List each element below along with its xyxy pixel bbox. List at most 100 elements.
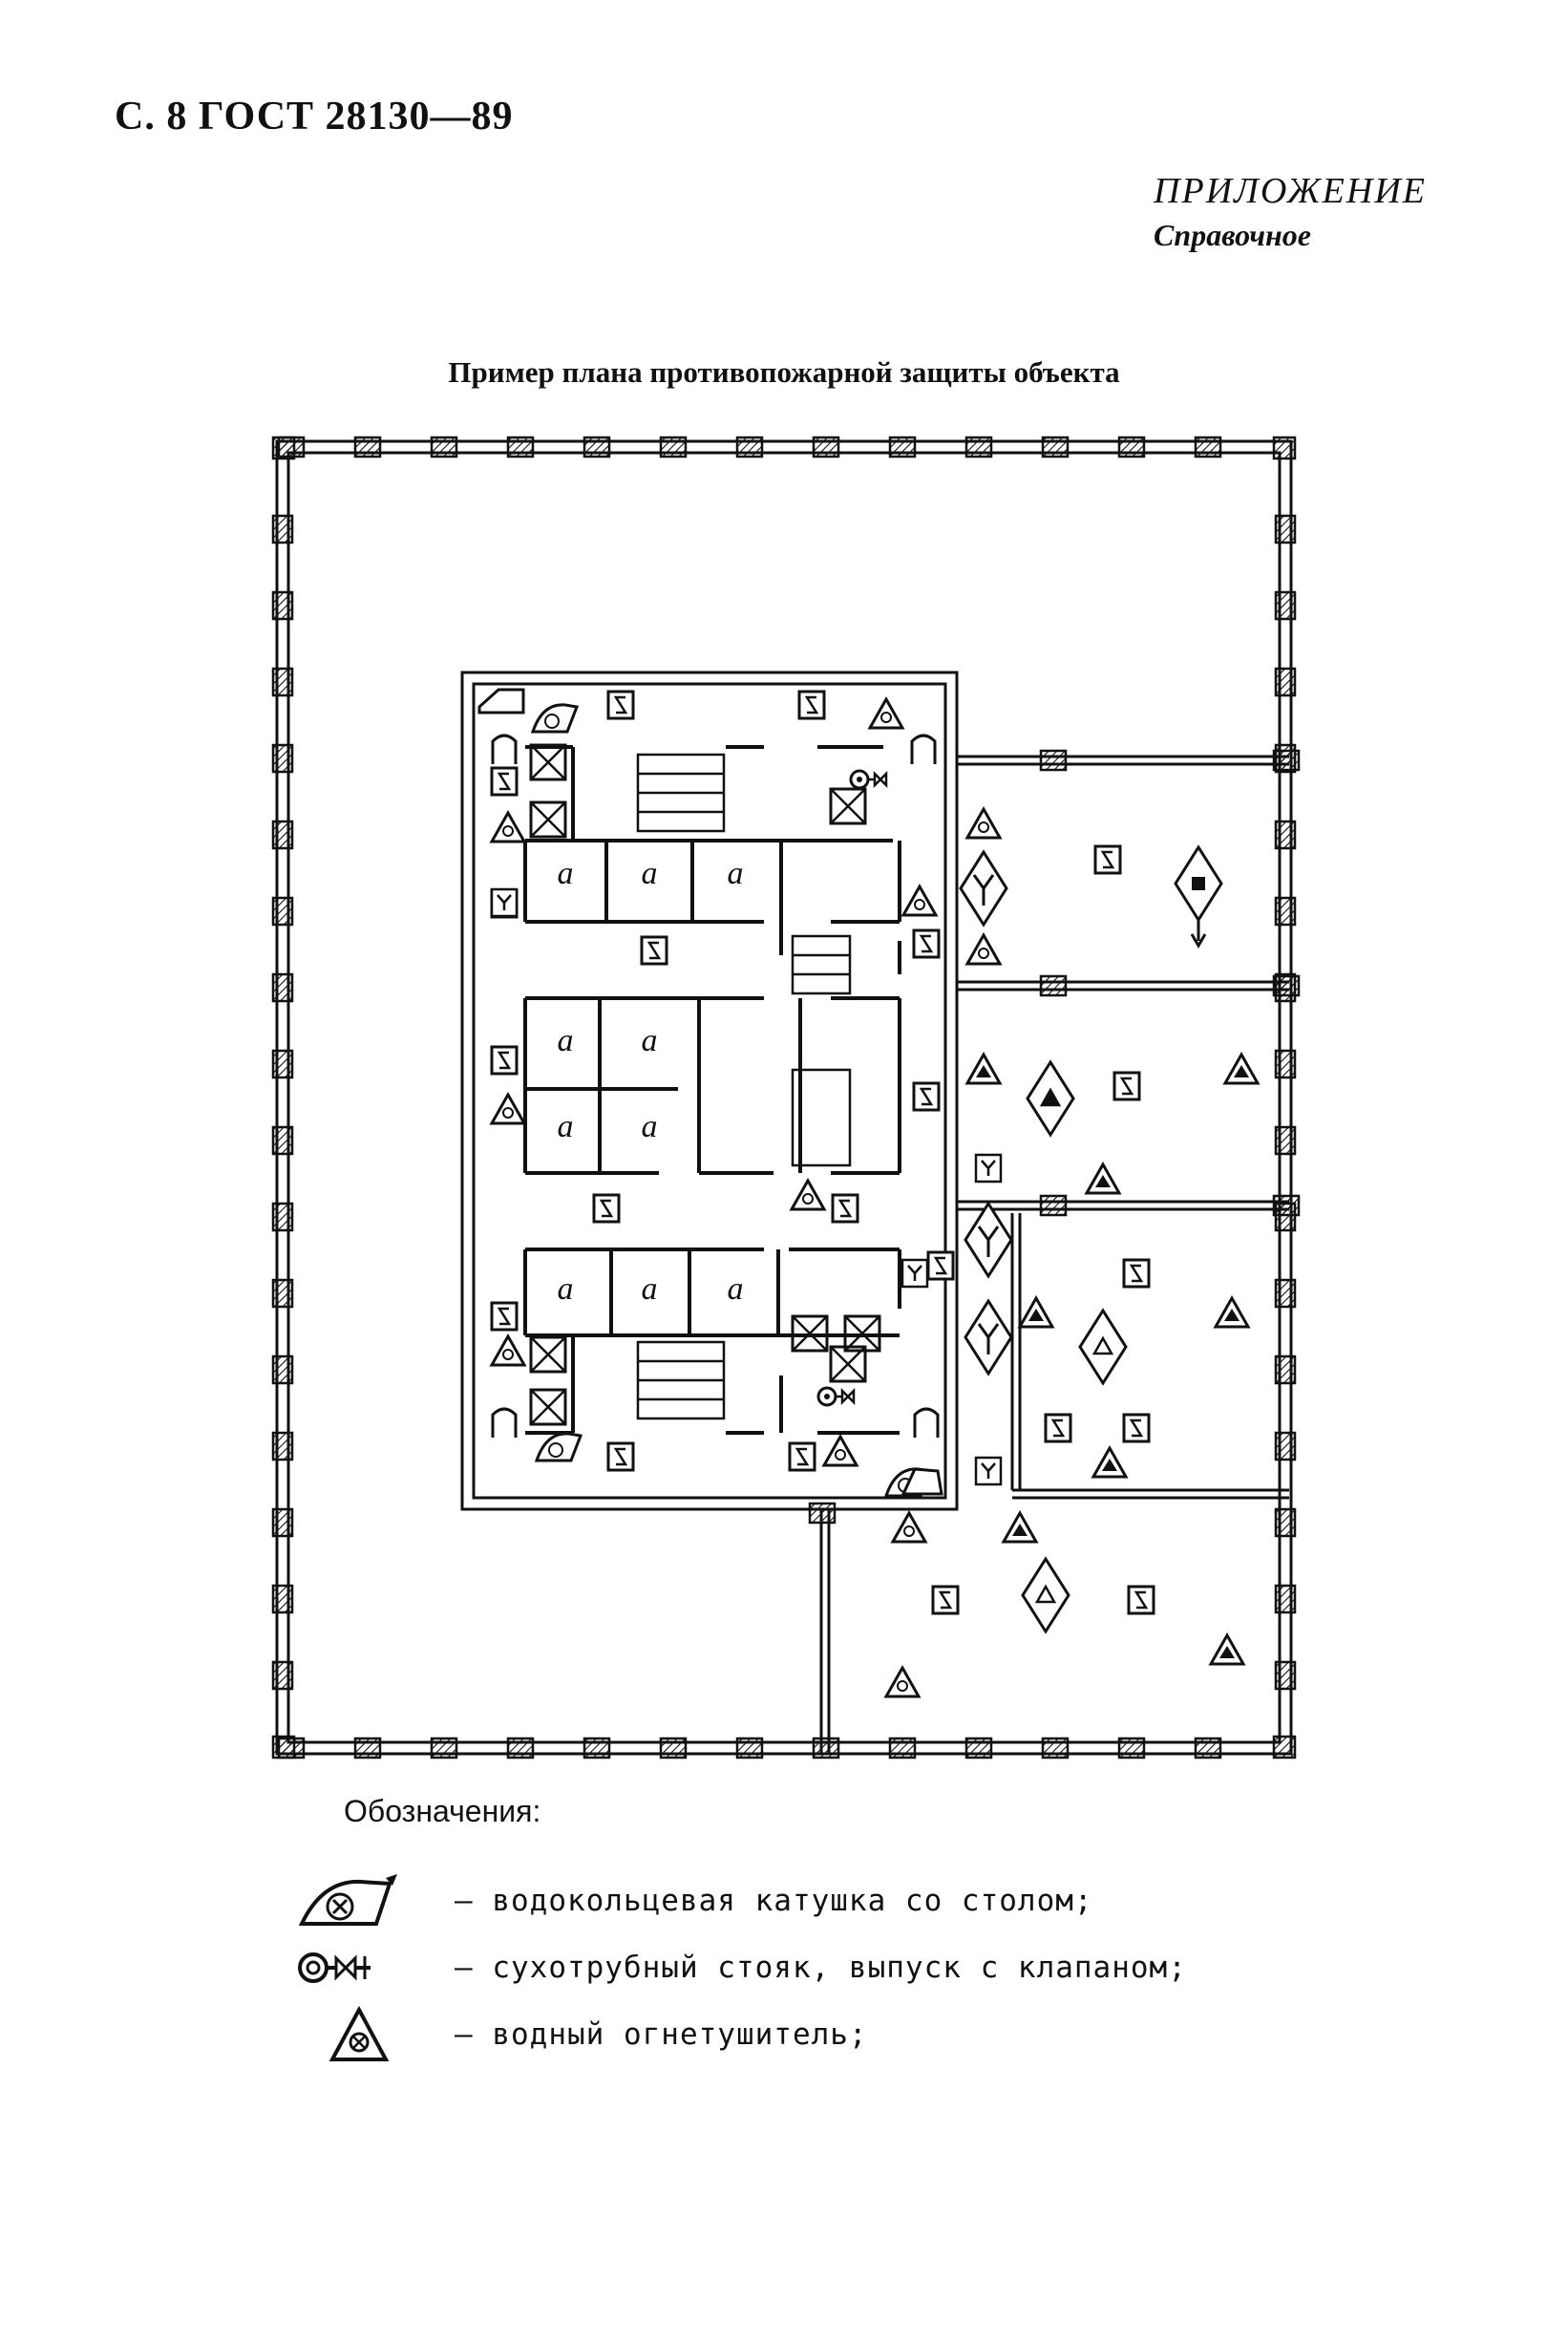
water-extinguisher-icon [964,805,1003,840]
alarm-box-icon [788,1441,816,1472]
door-icon [491,1407,518,1438]
inner-columns [529,743,1301,1525]
column-icon [271,1660,294,1691]
alarm-box-icon [926,1250,955,1281]
column-icon [1041,1737,1070,1760]
legend-text-hose-reel: — водокольцевая катушка со столом; [455,1884,1093,1918]
alarm-box-icon [592,1193,621,1224]
alarm-box-icon [912,1081,941,1112]
service-box-icon [529,1388,567,1426]
room-label: a [642,1023,658,1058]
hydrant-diamond-icon [964,1201,1013,1279]
column-icon [583,1737,611,1760]
appendix-subtitle: Справочное [1154,218,1311,252]
fire-hose-reel-icon [530,703,580,734]
hydrant-diamond-icon [1078,1308,1128,1386]
column-icon [1274,1125,1297,1156]
legend-item-water-extinguisher: — водный огнетушитель; [294,2006,868,2063]
alarm-box-icon [490,1301,519,1332]
column-icon [1274,1431,1297,1461]
alarm-box-icon [912,928,941,959]
column-icon [1274,590,1297,621]
column-icon [1117,436,1146,459]
column-icon [271,590,294,621]
room-label: a [558,1109,574,1144]
hydrant-diamond-icon [959,849,1008,928]
column-icon [271,667,294,697]
appendix-block: ПРИЛОЖЕНИЕ Справочное [1154,170,1427,253]
column-icon [353,436,382,459]
fire-hose-reel-icon [534,1432,583,1462]
column-icon [506,1737,535,1760]
alarm-box-icon [797,690,826,720]
column-icon [1041,436,1070,459]
column-icon [506,436,535,459]
alarm-box-icon [1122,1258,1151,1289]
alarm-box-icon [606,1441,635,1472]
column-icon [1194,1737,1222,1760]
column-icon [1274,514,1297,544]
outer-columns [271,436,1297,1760]
water-extinguisher-icon [883,1664,922,1698]
column-icon [1272,1194,1301,1217]
service-box-icon [529,800,567,839]
column-icon [353,1737,382,1760]
service-box-icon [829,787,867,825]
dry-riser-valve-icon [298,1952,371,1983]
column-icon [1274,667,1297,697]
column-icon [1039,749,1068,772]
column-icon [964,1737,993,1760]
water-extinguisher-icon [964,931,1003,966]
alarm-box-icon [931,1585,960,1615]
column-icon [1272,1735,1297,1760]
page-header: С. 8 ГОСТ 28130—89 [115,95,514,139]
water-extinguisher-icon [1084,1161,1122,1195]
hydrant-diamond-icon [1021,1556,1070,1634]
column-icon [430,1737,458,1760]
legend-text-dry-riser: — сухотрубный стояк, выпуск с клапаном; [455,1951,1187,1985]
outer-wall [275,439,1293,1756]
column-icon [1194,436,1222,459]
water-extinguisher-icon [867,695,905,730]
column-icon [1117,1737,1146,1760]
water-extinguisher-icon [821,1433,859,1467]
water-extinguisher-icon [1017,1294,1055,1329]
column-icon [271,514,294,544]
column-icon [271,1202,294,1232]
column-icon [271,1125,294,1156]
column-icon [271,1049,294,1079]
column-icon [271,1278,294,1309]
legend-heading: Обозначения: [344,1794,541,1828]
legend-item-hose-reel: — водокольцевая катушка со столом; [294,1872,1093,1930]
column-icon [271,436,296,460]
column-icon [1274,820,1297,850]
figure-title: Пример плана противопожарной защиты объе… [448,355,1120,389]
stairs [636,753,852,1420]
column-icon [659,1737,688,1760]
dry-riser-valve-icon [849,769,888,790]
column-icon [271,1735,296,1760]
column-icon [1274,896,1297,927]
column-icon [583,436,611,459]
fire-cabinet-icon [901,1467,943,1496]
water-extinguisher-icon [789,1177,827,1211]
column-icon [1274,1584,1297,1614]
legend-item-dry-riser: — сухотрубный стояк, выпуск с клапаном; [294,1939,1187,1996]
hydrant-diamond-icon [1174,844,1223,923]
column-icon [271,896,294,927]
column-icon [735,1737,764,1760]
column-icon [271,820,294,850]
column-icon [808,1502,837,1525]
alarm-box-icon [1093,844,1122,875]
column-icon [1272,436,1297,460]
alarm-box-icon [1122,1413,1151,1443]
room-label: a [558,1271,574,1307]
room-label: a [558,1023,574,1058]
column-icon [659,436,688,459]
dry-riser-valve-icon [816,1386,856,1407]
column-icon [964,436,993,459]
core-block [460,671,959,1511]
alarm-box-icon [1127,1585,1155,1615]
column-icon [1039,1194,1068,1217]
